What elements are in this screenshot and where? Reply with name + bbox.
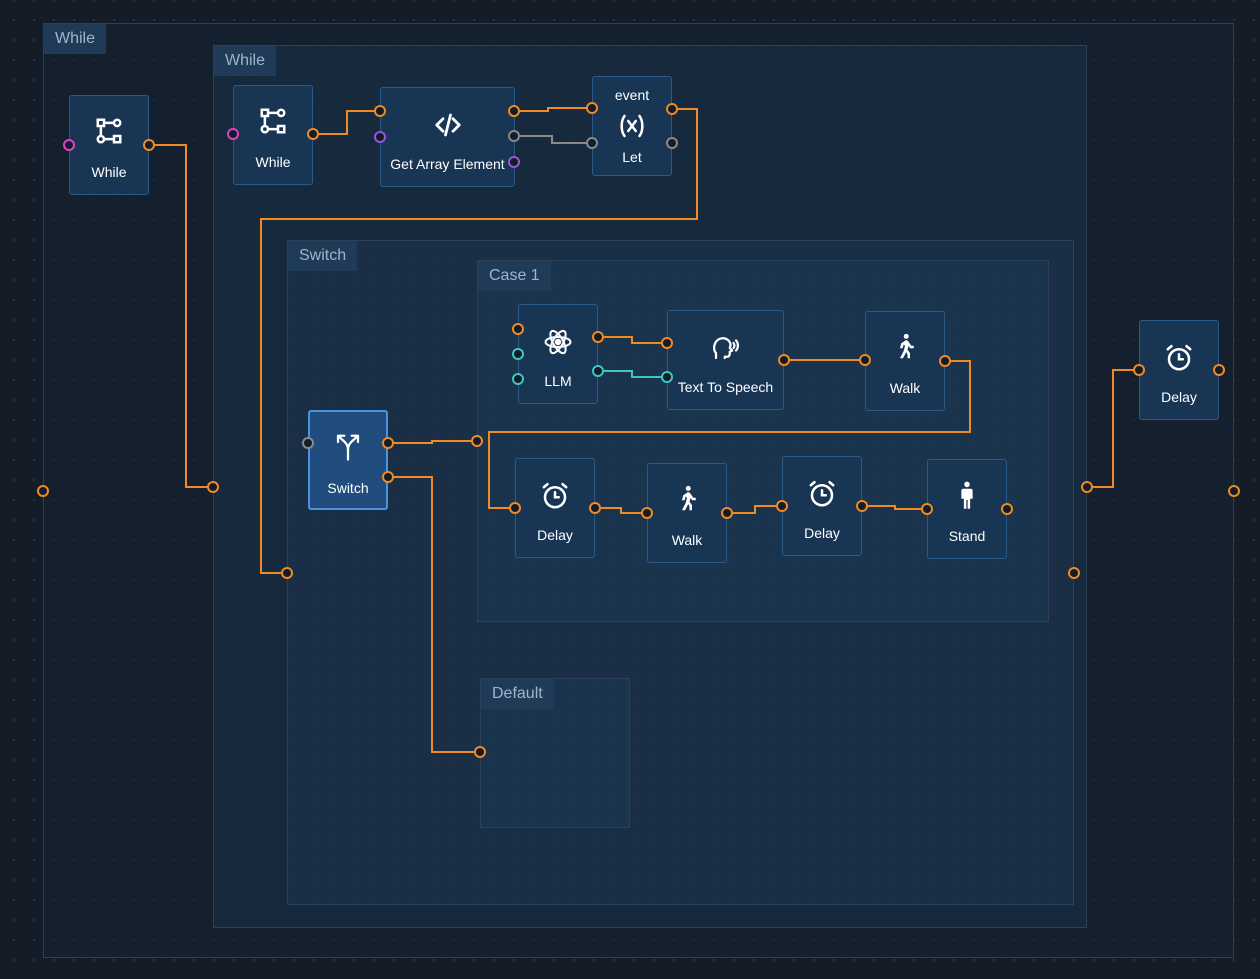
case1-input-port[interactable] [471, 435, 483, 447]
switch-input-port[interactable] [302, 437, 314, 449]
let-flow-in-port[interactable] [586, 102, 598, 114]
delay-flow-in-port[interactable] [1133, 364, 1145, 376]
walk-node[interactable]: Walk [865, 311, 945, 411]
group-input-port[interactable] [207, 481, 219, 493]
speaking-head-icon [668, 333, 783, 363]
switch-node[interactable]: Switch [308, 410, 388, 510]
node-label: Walk [671, 532, 703, 548]
branch-icon [234, 106, 312, 136]
node-label: While [91, 164, 127, 180]
code-icon [381, 110, 514, 140]
text-to-speech-node[interactable]: Text To Speech [667, 310, 784, 410]
switch-case-output-port[interactable] [382, 437, 394, 449]
standing-person-icon [928, 480, 1006, 510]
group-title: While [44, 24, 107, 54]
node-label: LLM [544, 373, 572, 389]
llm-flow-out-port[interactable] [592, 331, 604, 343]
get-array-flow-in-port[interactable] [374, 105, 386, 117]
group-title: While [214, 46, 277, 76]
stand-flow-out-port[interactable] [1001, 503, 1013, 515]
group-input-port[interactable] [37, 485, 49, 497]
get-array-data-in-port[interactable] [374, 131, 386, 143]
delay-flow-out-port[interactable] [1213, 364, 1225, 376]
switch-group-input-port[interactable] [281, 567, 293, 579]
alarm-clock-icon [516, 481, 594, 511]
default-input-port[interactable] [474, 746, 486, 758]
node-label: Delay [804, 525, 840, 541]
stand-flow-in-port[interactable] [921, 503, 933, 515]
tts-flow-in-port[interactable] [661, 337, 673, 349]
tts-flow-out-port[interactable] [778, 354, 790, 366]
group-output-port[interactable] [1228, 485, 1240, 497]
walk-flow-out-port[interactable] [939, 355, 951, 367]
llm-node[interactable]: LLM [518, 304, 598, 404]
node-label: Let [622, 149, 642, 165]
switch-group-output-port[interactable] [1068, 567, 1080, 579]
group-default[interactable]: Default [480, 678, 630, 828]
walk-flow-in-port[interactable] [859, 354, 871, 366]
while-node[interactable]: While [69, 95, 149, 195]
delay-node[interactable]: Delay [782, 456, 862, 556]
get-array-data-out-port[interactable] [508, 130, 520, 142]
let-node[interactable]: event Let [592, 76, 672, 176]
walk-flow-out-port[interactable] [721, 507, 733, 519]
delay-node[interactable]: Delay [515, 458, 595, 558]
node-label: Delay [537, 527, 573, 543]
split-arrows-icon [310, 432, 386, 462]
while-output-port[interactable] [143, 139, 155, 151]
walking-person-icon [866, 332, 944, 362]
llm-flow-in-port[interactable] [512, 323, 524, 335]
stand-node[interactable]: Stand [927, 459, 1007, 559]
group-title: Switch [288, 241, 358, 271]
while-input-port[interactable] [63, 139, 75, 151]
while-output-port[interactable] [307, 128, 319, 140]
let-data-out-port[interactable] [666, 137, 678, 149]
let-flow-out-port[interactable] [666, 103, 678, 115]
walk-node[interactable]: Walk [647, 463, 727, 563]
node-label: Text To Speech [677, 379, 774, 395]
get-array-data-out-port[interactable] [508, 156, 520, 168]
delay-flow-in-port[interactable] [509, 502, 521, 514]
while-node[interactable]: While [233, 85, 313, 185]
llm-data-out-port[interactable] [592, 365, 604, 377]
delay-node[interactable]: Delay [1139, 320, 1219, 420]
delay-flow-out-port[interactable] [589, 502, 601, 514]
group-title: Case 1 [478, 261, 551, 291]
let-data-in-port[interactable] [586, 137, 598, 149]
group-title: Default [481, 679, 554, 709]
alarm-clock-icon [783, 479, 861, 509]
node-label: While [255, 154, 291, 170]
while-input-port[interactable] [227, 128, 239, 140]
node-label: Stand [948, 528, 986, 544]
tts-data-in-port[interactable] [661, 371, 673, 383]
get-array-flow-out-port[interactable] [508, 105, 520, 117]
walking-person-icon [648, 484, 726, 514]
delay-flow-in-port[interactable] [776, 500, 788, 512]
llm-data-in-port[interactable] [512, 348, 524, 360]
variable-icon [593, 111, 671, 141]
walk-flow-in-port[interactable] [641, 507, 653, 519]
node-label: Walk [889, 380, 921, 396]
variable-name: event [614, 87, 650, 103]
node-label: Delay [1161, 389, 1197, 405]
atom-icon [519, 327, 597, 357]
llm-data-in-port[interactable] [512, 373, 524, 385]
group-output-port[interactable] [1081, 481, 1093, 493]
switch-default-output-port[interactable] [382, 471, 394, 483]
alarm-clock-icon [1140, 343, 1218, 373]
get-array-element-node[interactable]: Get Array Element [380, 87, 515, 187]
delay-flow-out-port[interactable] [856, 500, 868, 512]
node-label: Switch [327, 480, 369, 496]
branch-icon [70, 116, 148, 146]
node-label: Get Array Element [390, 156, 505, 172]
